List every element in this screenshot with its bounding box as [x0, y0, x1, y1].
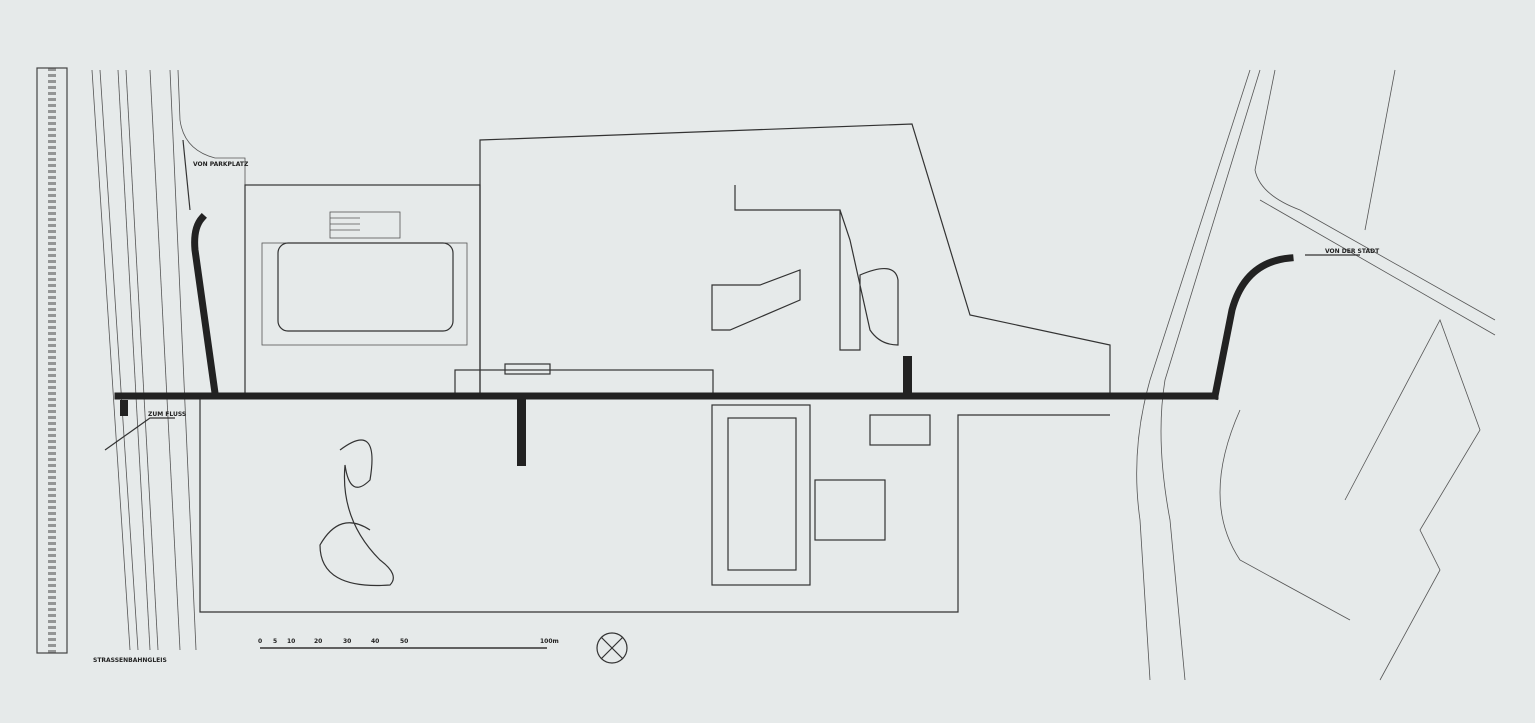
railway-strip [36, 67, 68, 654]
main-walkway [114, 213, 1294, 466]
right-roads [1136, 69, 1496, 681]
scale-tick: 0 [258, 638, 262, 645]
label-from-city: VON DER STADT [1325, 248, 1380, 255]
scale-bar: 0 5 10 20 30 40 50 100m [258, 638, 559, 649]
label-to-river: ZUM FLUSS [148, 411, 186, 418]
scale-tick: 100m [540, 638, 559, 645]
sculpture [319, 439, 394, 587]
label-tram-track: STRASSENBAHNGLEIS [93, 657, 167, 664]
buildings [454, 185, 931, 586]
label-from-parking: VON PARKPLATZ [193, 161, 249, 168]
street-lines [91, 69, 246, 651]
scale-tick: 20 [314, 638, 322, 645]
scale-tick: 50 [400, 638, 408, 645]
arrows [104, 139, 1360, 451]
north-arrow-icon [596, 632, 628, 664]
scale-tick: 40 [371, 638, 379, 645]
scale-tick: 30 [343, 638, 351, 645]
site-boundary [199, 123, 1111, 613]
scale-tick: 10 [287, 638, 295, 645]
scale-tick: 5 [273, 638, 277, 645]
stadium [261, 211, 468, 346]
